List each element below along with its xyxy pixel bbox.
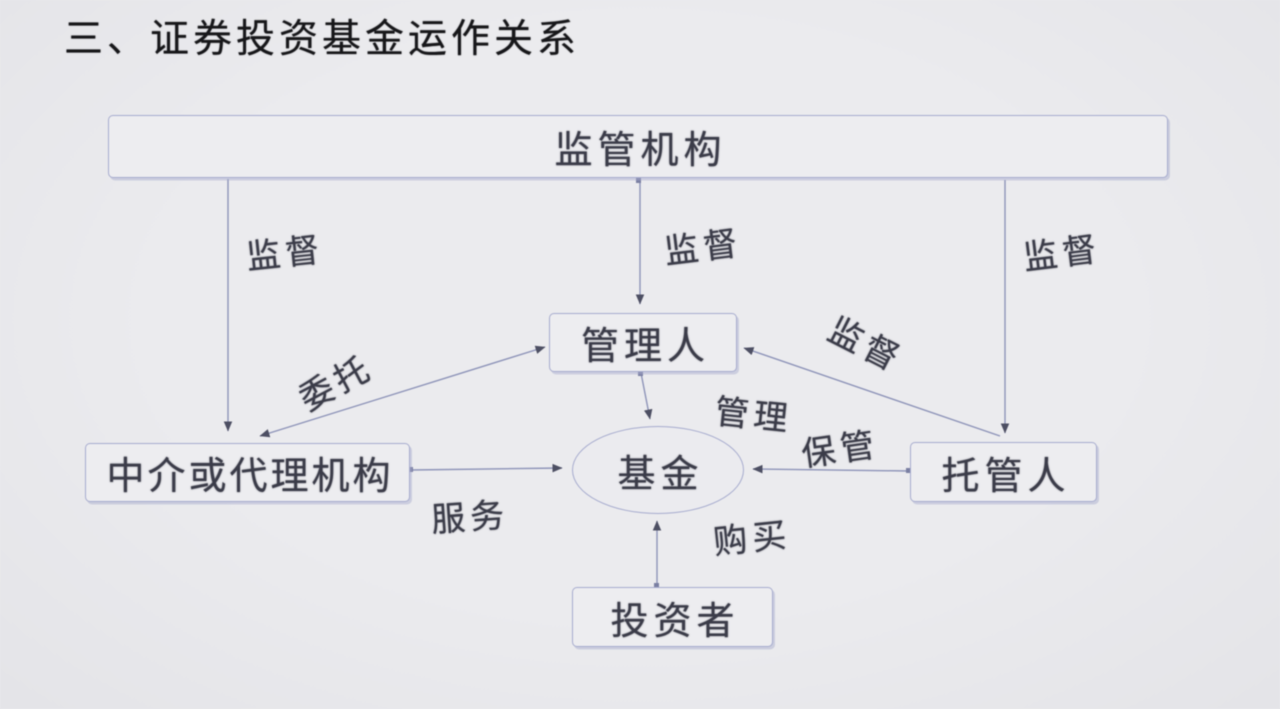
edge-supervise-diag-line (743, 347, 1001, 437)
node-manager: 管理人 (549, 313, 737, 372)
node-custodian-label: 托管人 (941, 453, 1071, 498)
node-fund-label: 基金 (617, 451, 704, 496)
connector-nubs (408, 178, 911, 588)
edge-label-supervise-left: 监督 (244, 230, 327, 278)
edge-label-purchase: 购买 (711, 515, 794, 563)
node-investor: 投资者 (572, 587, 773, 647)
node-custodian: 托管人 (910, 442, 1097, 502)
node-regulator-label: 监管机构 (554, 128, 727, 172)
node-intermediary-label: 中介或代理机构 (106, 454, 394, 498)
edge-entrust-line (259, 345, 546, 438)
edge-label-supervise-middle: 监督 (662, 223, 745, 273)
slide-title: 三、证券投资基金运作关系 (64, 17, 581, 62)
node-investor-label: 投资者 (610, 598, 740, 643)
node-intermediary: 中介或代理机构 (85, 443, 410, 502)
node-regulator: 监管机构 (108, 115, 1168, 178)
edge-label-serve: 服务 (429, 495, 511, 541)
edge-serve-line (410, 463, 563, 473)
edge-manage-line (640, 372, 653, 420)
edge-label-manage: 管理 (712, 392, 795, 440)
node-manager-label: 管理人 (580, 324, 710, 368)
edge-safekeep-line (752, 464, 910, 474)
edge-label-supervise-right: 监督 (1021, 229, 1104, 279)
node-fund: 基金 (572, 426, 744, 514)
